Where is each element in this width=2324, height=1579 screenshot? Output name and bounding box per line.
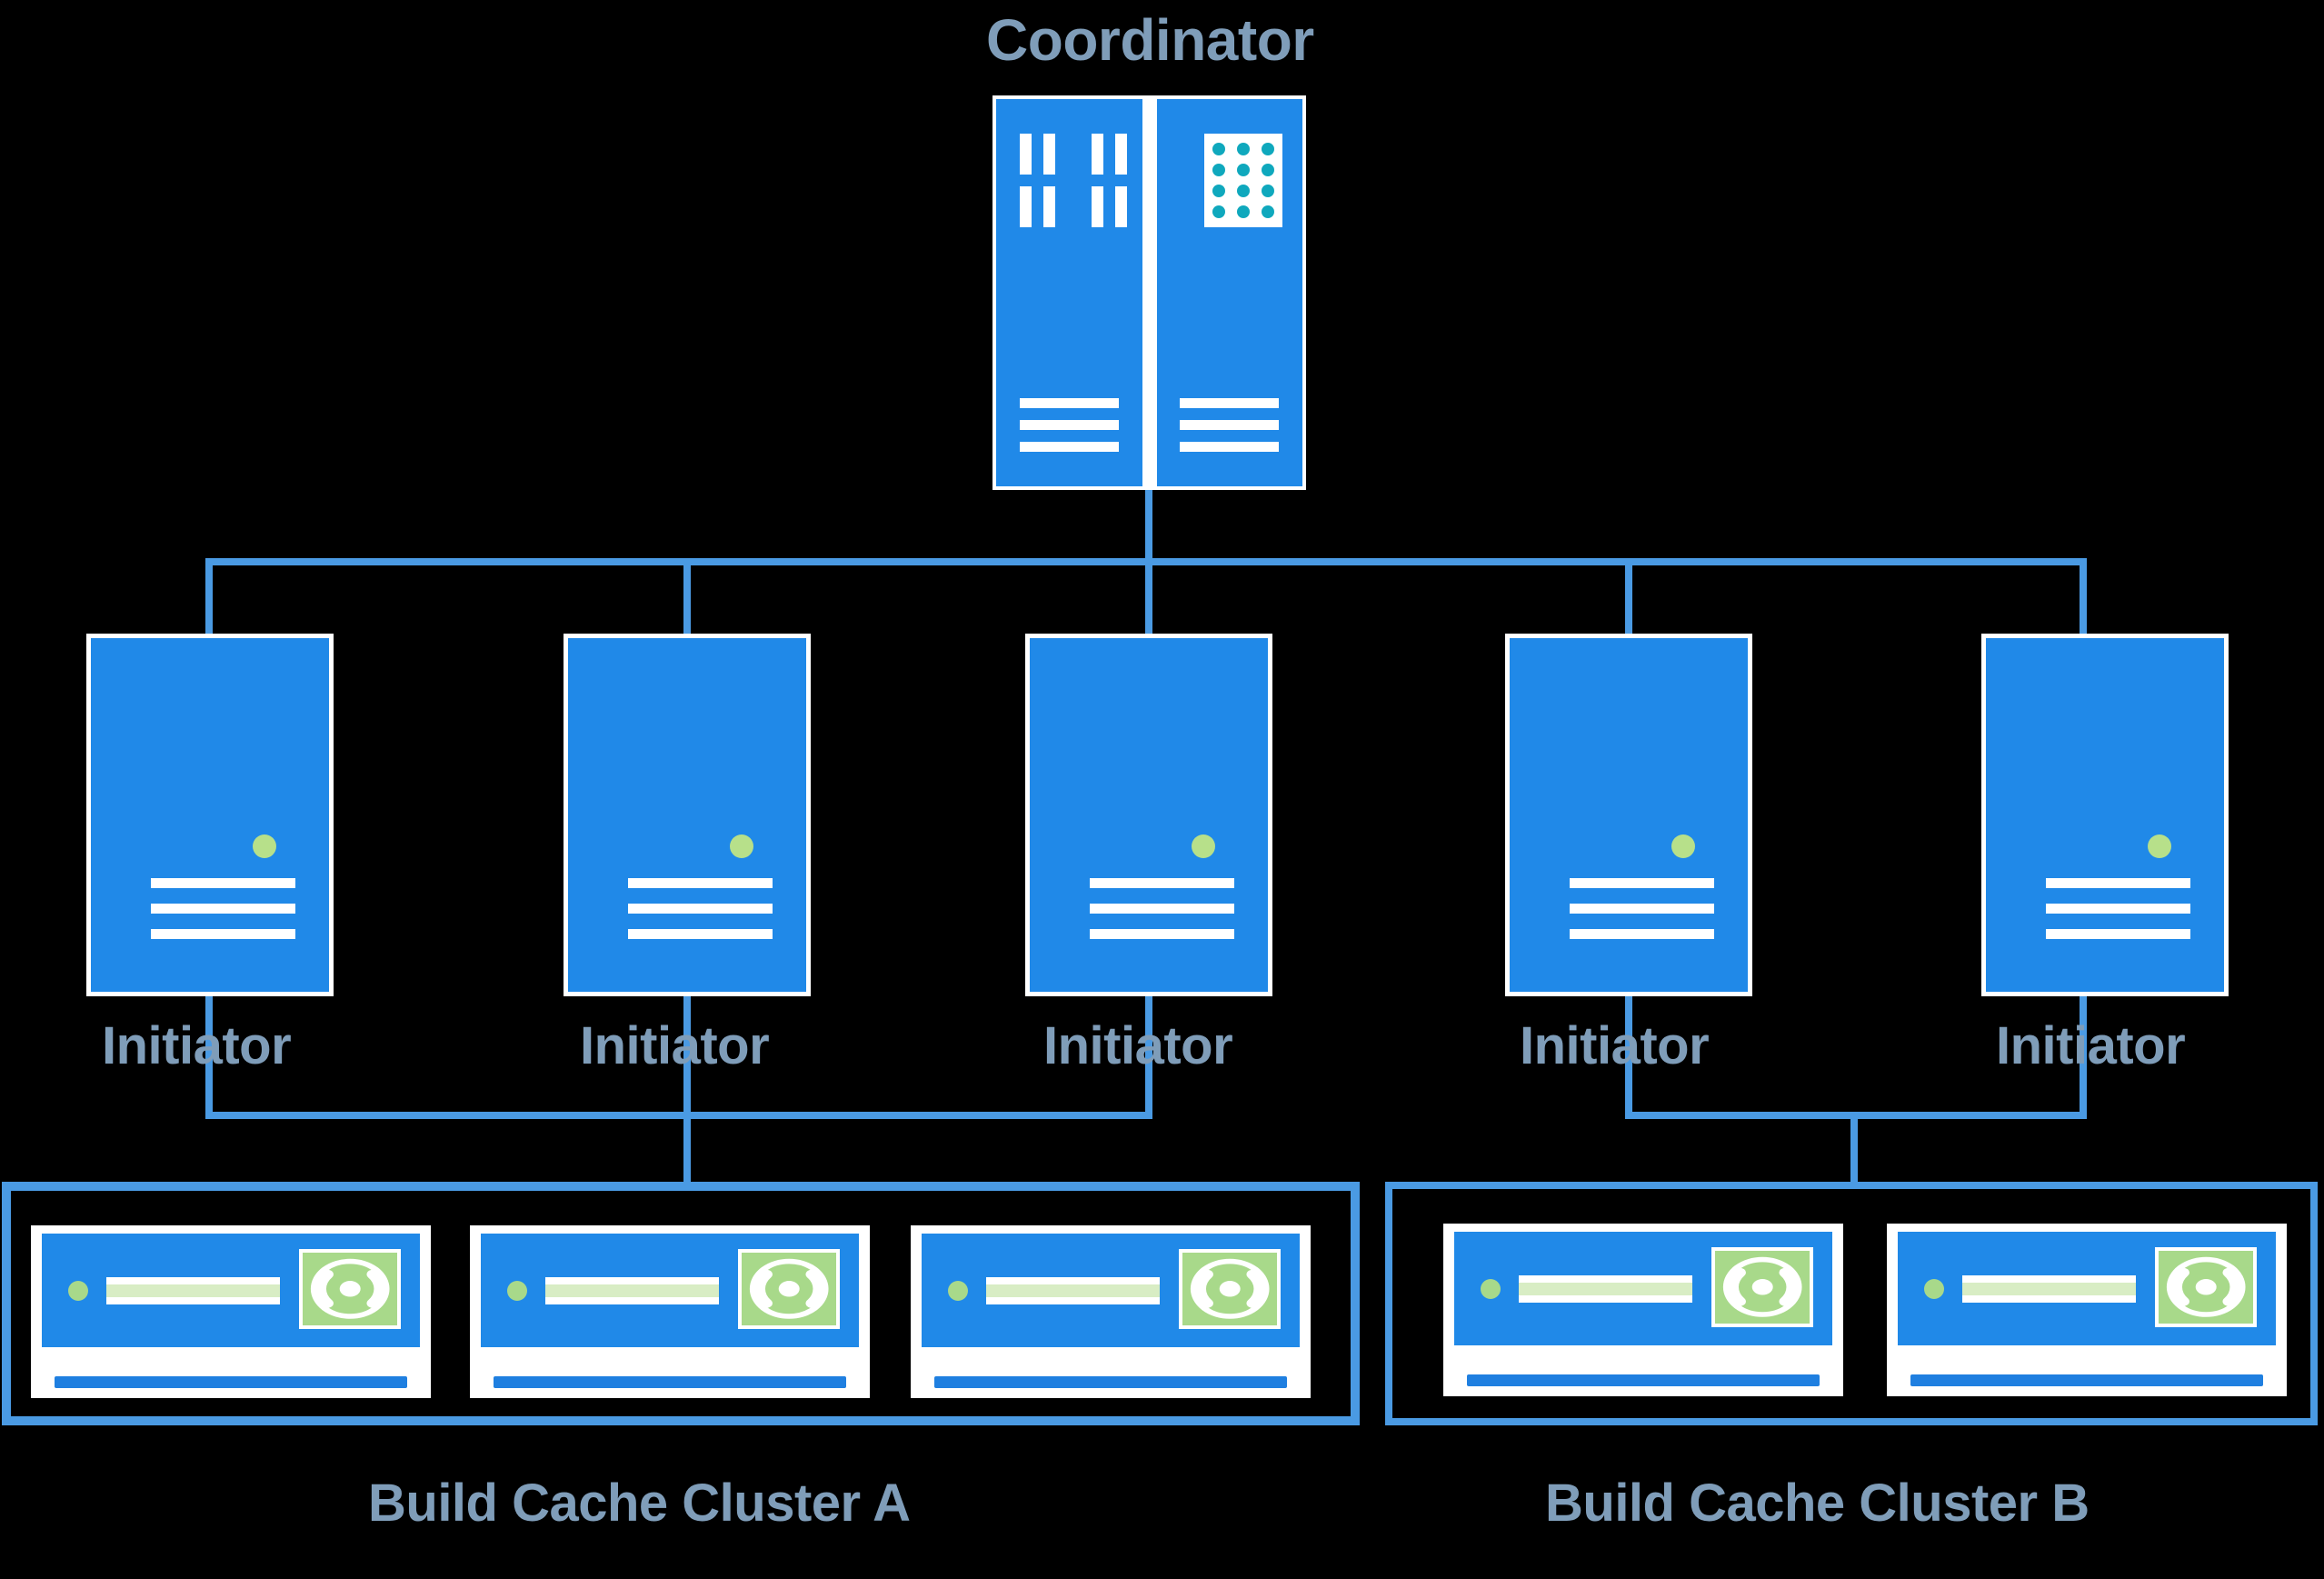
- initiator-lines-3: [1089, 877, 1235, 939]
- cache-node-base: [934, 1375, 1287, 1388]
- initiator-lines-5: [2045, 877, 2191, 939]
- status-dot-icon: [506, 1281, 527, 1302]
- status-dot-icon: [1480, 1279, 1501, 1300]
- initiator-label-4: Initiator: [1520, 1016, 1710, 1075]
- vertical-bars-icon: [1019, 134, 1127, 228]
- coordinator-right-lines: [1180, 397, 1280, 452]
- status-dot-icon: [253, 834, 277, 858]
- status-dot-icon: [1192, 834, 1216, 858]
- status-dot-icon: [730, 834, 754, 858]
- coordinator-left-lines: [1019, 397, 1119, 452]
- cluster-b-label: Build Cache Cluster B: [1545, 1474, 2090, 1533]
- cache-node-base: [494, 1375, 846, 1388]
- initiator-server-4: [1505, 634, 1752, 996]
- initiator-label-5: Initiator: [1996, 1016, 2186, 1075]
- connector-initiator-2-down: [683, 996, 691, 1119]
- cache-node-a2: [470, 1225, 870, 1398]
- disk-signal-icon: [298, 1249, 402, 1329]
- initiator-lines-4: [1569, 877, 1715, 939]
- status-dot-icon: [2148, 834, 2172, 858]
- initiator-label-1: Initiator: [102, 1016, 292, 1075]
- progress-bar-icon: [544, 1277, 720, 1305]
- status-dot-icon: [947, 1281, 968, 1302]
- initiator-label-3: Initiator: [1043, 1016, 1233, 1075]
- connector-bus-to-initiator-3: [1145, 558, 1152, 638]
- cache-node-base: [1467, 1374, 1820, 1386]
- disk-signal-icon: [737, 1249, 841, 1329]
- build-cache-cluster-a-box: [2, 1182, 1360, 1425]
- cache-node-base: [1910, 1374, 2263, 1386]
- connector-initiator-5-down: [2080, 996, 2087, 1119]
- progress-bar-icon: [105, 1277, 281, 1305]
- dot-grid-icon: [1203, 134, 1282, 228]
- cache-node-base: [55, 1375, 407, 1388]
- initiator-lines-1: [150, 877, 296, 939]
- initiator-server-5: [1981, 634, 2229, 996]
- connector-cluster-a-bus: [205, 1112, 1152, 1119]
- connector-initiator-1-down: [205, 996, 213, 1119]
- connector-bus-to-initiator-2: [683, 558, 691, 638]
- coordinator-right-panel: [1152, 95, 1306, 490]
- initiator-server-1: [86, 634, 334, 996]
- initiator-server-2: [564, 634, 811, 996]
- disk-signal-icon: [1178, 1249, 1282, 1329]
- connector-cluster-a-drop: [683, 1112, 691, 1186]
- coordinator-left-panel: [992, 95, 1146, 490]
- status-dot-icon: [67, 1281, 88, 1302]
- progress-bar-icon: [985, 1277, 1161, 1305]
- cache-node-b1: [1443, 1224, 1843, 1396]
- coordinator-title: Coordinator: [986, 7, 1314, 73]
- initiator-lines-2: [627, 877, 773, 939]
- disk-signal-icon: [2154, 1247, 2258, 1327]
- cache-node-a3: [911, 1225, 1311, 1398]
- cluster-a-label: Build Cache Cluster A: [368, 1474, 911, 1533]
- connector-initiator-4-down: [1625, 996, 1632, 1119]
- progress-bar-icon: [1961, 1275, 2137, 1304]
- connector-coordinator-to-bus: [1145, 490, 1152, 563]
- initiator-server-3: [1025, 634, 1272, 996]
- connector-bus-to-initiator-4: [1625, 558, 1632, 638]
- connector-bus-to-initiator-1: [205, 558, 213, 638]
- disk-signal-icon: [1711, 1247, 1814, 1327]
- coordinator-server-icon: [992, 95, 1306, 490]
- connector-initiator-3-down: [1145, 996, 1152, 1119]
- status-dot-icon: [1923, 1279, 1944, 1300]
- initiator-label-2: Initiator: [580, 1016, 770, 1075]
- connector-bus-to-initiator-5: [2080, 558, 2087, 638]
- cache-node-b2: [1887, 1224, 2287, 1396]
- cache-node-a1: [31, 1225, 431, 1398]
- build-cache-cluster-b-box: [1385, 1182, 2318, 1425]
- connector-cluster-b-drop: [1850, 1112, 1858, 1186]
- status-dot-icon: [1671, 834, 1696, 858]
- progress-bar-icon: [1518, 1275, 1693, 1304]
